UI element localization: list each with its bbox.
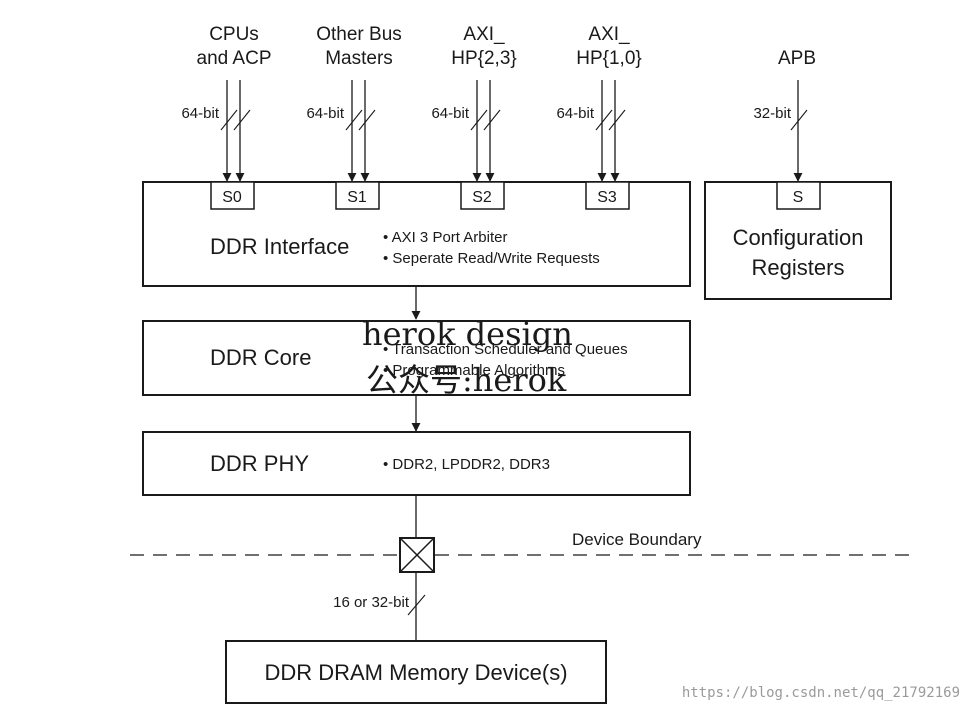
bus-arrows-s0	[220, 80, 251, 182]
master-label-line2: HP{2,3}	[451, 48, 517, 69]
port-s0	[210, 181, 255, 210]
ddr-core-title: DDR Core	[210, 345, 311, 370]
source-url-text: https://blog.csdn.net/qq_21792169	[682, 685, 960, 701]
bus-width-slash	[470, 109, 488, 131]
ddr-dram-memory-label: DDR DRAM Memory Device(s)	[264, 660, 567, 685]
configuration-registers-line2: Registers	[752, 255, 845, 280]
master-label-line1: AXI_	[588, 24, 630, 45]
ddr-interface-block: S0 S1 S2 S3 DDR Interface • AXI 3 Port A…	[142, 181, 691, 287]
port-s3	[585, 181, 630, 210]
ddr-phy-box	[142, 431, 691, 496]
bus-width-slash	[595, 109, 613, 131]
device-boundary-label: Device Boundary	[572, 530, 702, 549]
master-label-line1: AXI_	[463, 24, 505, 45]
bus-width-slash	[483, 109, 501, 131]
master-label-line1: CPUs	[209, 24, 259, 45]
bus-width-label-s0: 64-bit	[181, 105, 219, 122]
ddr-dram-memory-box	[225, 640, 607, 704]
ddr-phy-block: DDR PHY • DDR2, LPDDR2, DDR3	[142, 431, 691, 496]
master-label-axi-hp23: AXI_ HP{2,3}	[451, 24, 517, 69]
bus-arrow-apb	[790, 80, 808, 182]
bus-width-slash	[608, 109, 626, 131]
ddr-core-box	[142, 320, 691, 396]
master-label-line2: Masters	[325, 48, 393, 69]
port-s-apb	[776, 181, 821, 210]
master-label-line2: and ACP	[197, 48, 272, 69]
bus-width-label-s2: 64-bit	[431, 105, 469, 122]
ddr-interface-bullet: • Seperate Read/Write Requests	[383, 250, 600, 267]
ddr-phy-title: DDR PHY	[210, 451, 309, 476]
ddr-core-bullet: • Programmable Algorithms	[383, 362, 565, 379]
port-label-s1: S1	[347, 189, 367, 206]
io-pad-icon	[399, 537, 435, 573]
bus-width-slash	[220, 109, 238, 131]
master-label-cpus: CPUs and ACP	[197, 24, 272, 69]
bus-width-label-s1: 64-bit	[306, 105, 344, 122]
port-label-s3: S3	[597, 189, 617, 206]
ddr-interface-bullet: • AXI 3 Port Arbiter	[383, 229, 507, 246]
ddr-dram-memory-block: DDR DRAM Memory Device(s)	[225, 640, 607, 704]
port-label-s2: S2	[472, 189, 492, 206]
bus-arrows-s2	[470, 80, 501, 182]
bus-width-label-apb: 32-bit	[753, 105, 791, 122]
bus-arrows-s3	[595, 80, 626, 182]
port-label-s-apb: S	[793, 189, 804, 206]
ddr-phy-bullet: • DDR2, LPDDR2, DDR3	[383, 456, 550, 473]
ddr-core-bullet: • Transaction Scheduler and Queues	[383, 341, 628, 358]
master-label-line1: Other Bus	[316, 24, 402, 45]
configuration-registers-line1: Configuration	[733, 225, 864, 250]
bus-width-slash	[345, 109, 363, 131]
bus-arrows-s1	[345, 80, 376, 182]
ddr-core-block: DDR Core • Transaction Scheduler and Que…	[142, 320, 691, 396]
master-label-axi-hp10: AXI_ HP{1,0}	[576, 24, 642, 69]
apb-label: APB	[778, 48, 816, 69]
memory-bus-width-label: 16 or 32-bit	[333, 594, 410, 611]
master-label-line2: HP{1,0}	[576, 48, 642, 69]
bus-width-slash	[358, 109, 376, 131]
port-s1	[335, 181, 380, 210]
bus-width-slash	[790, 109, 808, 131]
configuration-registers-block: S Configuration Registers	[704, 181, 892, 300]
port-label-s0: S0	[222, 189, 242, 206]
watermark-line2: 公众号:herok	[366, 361, 567, 399]
master-label-other-bus: Other Bus Masters	[316, 24, 402, 69]
watermark-line1: herok design	[362, 315, 573, 353]
bus-width-slash	[407, 594, 426, 616]
ddr-interface-title: DDR Interface	[210, 234, 349, 259]
bus-width-label-s3: 64-bit	[556, 105, 594, 122]
port-s2	[460, 181, 505, 210]
bus-width-slash	[233, 109, 251, 131]
